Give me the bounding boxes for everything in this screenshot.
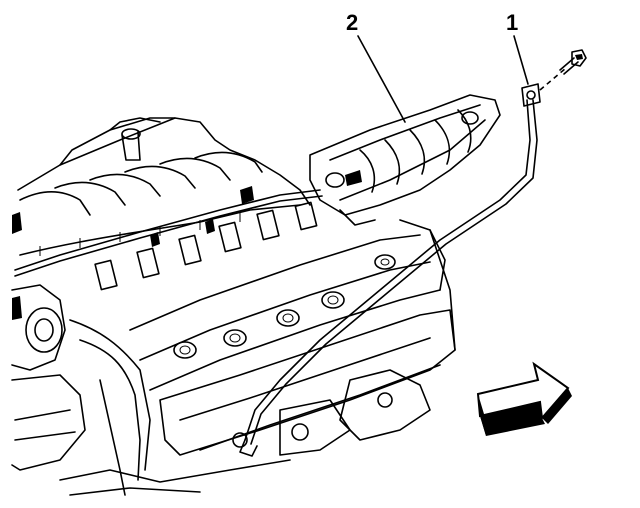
callout-2-label: 2 [346,10,358,35]
callout-2: 2 [346,10,406,123]
generator-bracket [309,94,501,226]
callout-1: 1 [506,10,529,85]
engine-assembly [11,117,456,496]
hose-bracket-bolt [521,49,587,107]
pcv-hose [239,99,538,457]
front-direction-arrow-icon [476,361,572,436]
spark-plug-wells [173,254,396,359]
fuel-injectors [94,201,318,291]
callout-1-label: 1 [506,10,518,35]
